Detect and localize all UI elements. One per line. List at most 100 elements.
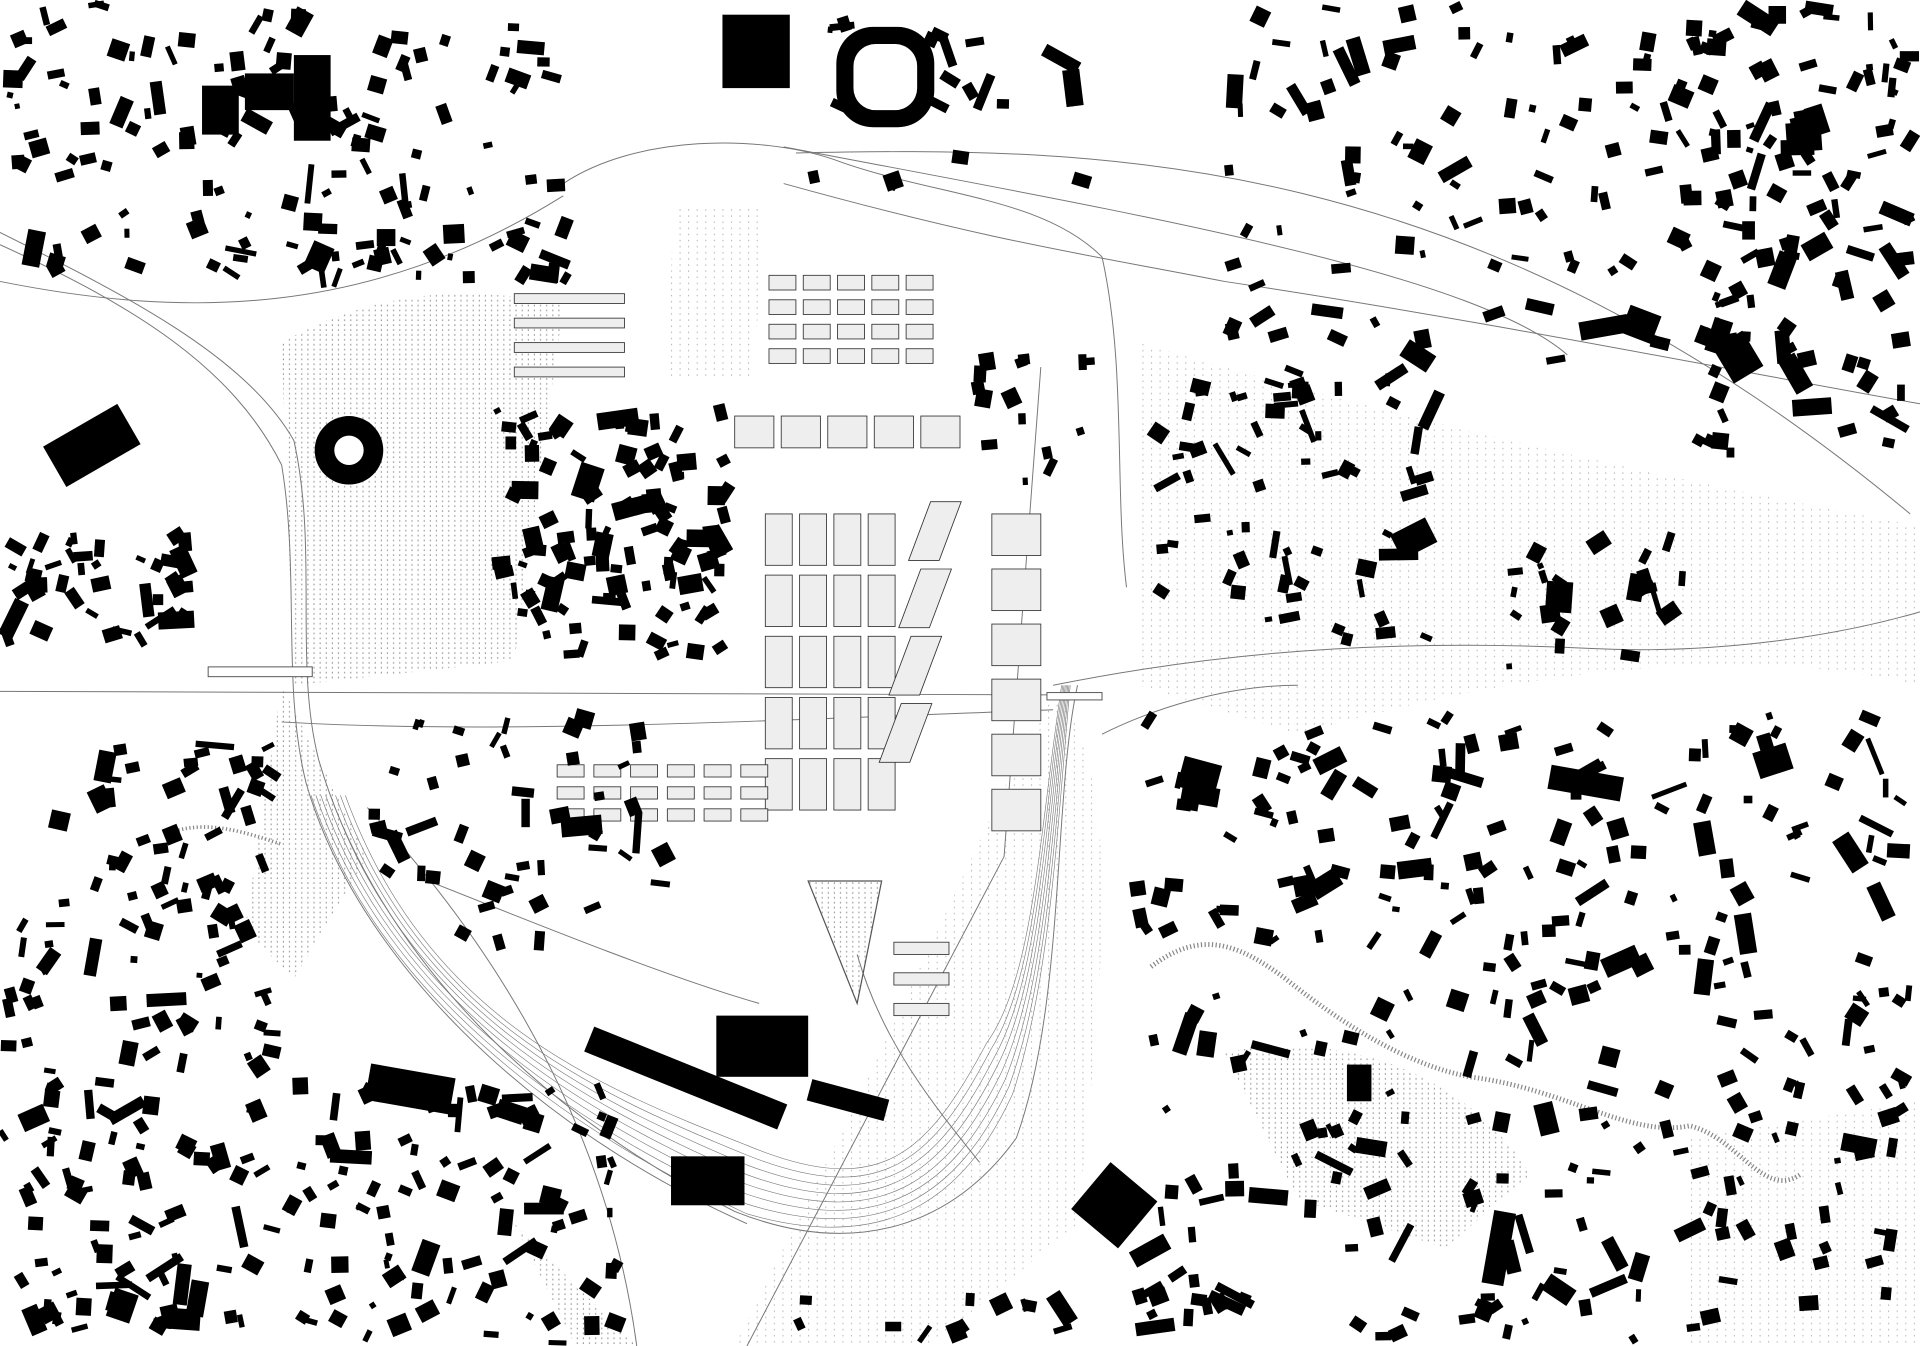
building	[397, 1184, 413, 1197]
building	[1299, 409, 1317, 443]
building	[1866, 881, 1896, 922]
building	[28, 137, 51, 159]
building	[510, 582, 519, 600]
building	[1886, 843, 1911, 859]
building	[261, 8, 274, 23]
building	[1320, 768, 1348, 801]
building	[292, 1077, 309, 1095]
building	[1654, 801, 1670, 815]
building	[550, 541, 571, 565]
building	[1382, 34, 1417, 56]
planned-block	[893, 941, 950, 955]
building	[160, 1318, 173, 1330]
building	[807, 169, 821, 185]
building	[499, 46, 511, 57]
building	[1904, 985, 1913, 1002]
building	[1845, 245, 1875, 262]
building	[1340, 632, 1354, 647]
building	[1878, 1083, 1893, 1100]
building	[20, 1036, 34, 1049]
building	[668, 424, 684, 444]
building	[268, 60, 285, 76]
planned-block	[871, 274, 900, 291]
building	[1728, 280, 1749, 301]
building	[1688, 748, 1702, 762]
planned-block	[666, 786, 695, 800]
building	[1410, 426, 1423, 455]
building	[1548, 980, 1567, 996]
building	[1390, 130, 1404, 147]
building	[124, 120, 142, 137]
building	[152, 842, 169, 855]
building	[21, 228, 47, 268]
building	[303, 1258, 314, 1274]
building	[1504, 725, 1523, 736]
building	[505, 436, 517, 450]
building	[497, 1208, 514, 1237]
building	[466, 186, 475, 196]
large-building	[1071, 1162, 1158, 1249]
building	[446, 1286, 457, 1305]
building	[1269, 530, 1281, 559]
building	[1771, 1132, 1780, 1144]
building	[1378, 892, 1392, 903]
building	[579, 1277, 602, 1299]
building	[1486, 819, 1507, 836]
building	[1553, 1267, 1567, 1276]
building	[1703, 935, 1721, 956]
building	[280, 193, 300, 213]
building	[1796, 349, 1818, 369]
building	[1768, 100, 1782, 117]
building	[80, 223, 102, 245]
building	[1317, 1127, 1328, 1139]
building	[1290, 891, 1319, 914]
building	[1726, 447, 1735, 458]
building	[1225, 1180, 1245, 1197]
planned-block	[991, 733, 1042, 777]
building	[537, 572, 556, 590]
building	[14, 103, 21, 110]
planned-block	[898, 568, 953, 629]
building	[51, 1311, 62, 1326]
building	[176, 1052, 188, 1074]
building	[1740, 248, 1761, 264]
large-building	[584, 1026, 788, 1130]
building	[213, 185, 225, 197]
building	[1578, 1298, 1593, 1317]
building	[1222, 316, 1243, 339]
building	[559, 271, 572, 286]
building	[46, 252, 66, 271]
building	[1022, 477, 1029, 486]
building	[215, 1016, 222, 1030]
building	[65, 536, 75, 548]
building	[1901, 212, 1916, 226]
building	[1363, 1178, 1392, 1200]
building	[1856, 356, 1872, 371]
planned-block	[991, 788, 1042, 832]
building	[1606, 817, 1630, 841]
building	[1174, 771, 1184, 790]
building	[1286, 82, 1312, 117]
building	[1872, 855, 1888, 866]
building	[485, 64, 500, 83]
building	[83, 1089, 95, 1120]
open-space-area	[1138, 342, 1920, 735]
building	[1228, 1163, 1239, 1179]
building	[384, 1252, 393, 1262]
building	[1845, 70, 1865, 93]
open-space-area	[514, 1223, 637, 1346]
building	[457, 1156, 478, 1171]
building	[177, 532, 193, 552]
building	[521, 798, 530, 828]
building	[110, 776, 122, 783]
building	[481, 879, 506, 904]
building	[155, 1266, 170, 1287]
building	[327, 1179, 340, 1191]
building	[13, 1271, 30, 1290]
building	[1790, 871, 1811, 883]
bridge	[207, 666, 313, 678]
building	[1188, 1273, 1200, 1288]
building	[106, 38, 131, 62]
building	[499, 884, 514, 897]
building	[15, 155, 33, 174]
